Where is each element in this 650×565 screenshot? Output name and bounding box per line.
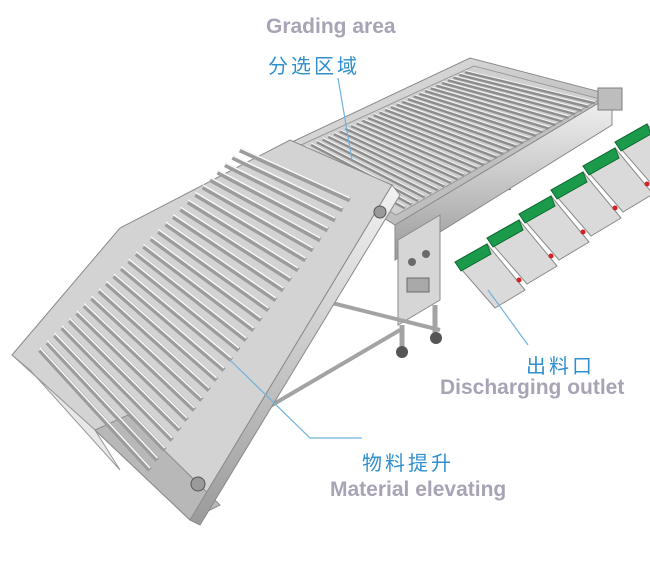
elevator-roller	[164, 222, 278, 303]
grading-roller	[362, 119, 478, 170]
grading-roller	[344, 127, 459, 181]
discharging-outlet-label: Discharging outlet	[440, 376, 625, 399]
discharge-chute	[582, 147, 650, 213]
elevator-roller	[119, 266, 234, 362]
grading-roller	[373, 113, 491, 163]
discharge-chutes	[454, 123, 650, 309]
elevator-roller	[194, 192, 307, 263]
elevator-roller	[90, 296, 204, 402]
elevator-roller	[75, 311, 189, 422]
elevator-roller	[53, 333, 167, 452]
caster-wheel	[430, 332, 442, 344]
grading-roller	[316, 140, 426, 199]
grading-roller	[436, 84, 563, 123]
grading-roller	[413, 94, 537, 138]
discharge-chute	[614, 123, 650, 184]
elevator-rollers	[38, 147, 352, 472]
elevator-roller	[67, 318, 182, 432]
elevator-roller	[112, 274, 226, 372]
grading-roller	[441, 81, 570, 119]
grading-roller	[322, 137, 432, 195]
elevator-roller	[171, 214, 285, 293]
elevator-roller	[149, 236, 263, 323]
grading-roller	[396, 102, 517, 148]
caster-wheel	[396, 346, 408, 358]
discharge-chute	[518, 195, 590, 261]
grading-roller	[367, 116, 485, 166]
discharging-outlet-label-zh: 出料口	[526, 354, 595, 378]
grading-roller	[356, 121, 472, 174]
grading-area-label: Grading area	[266, 15, 396, 38]
grading-roller	[333, 132, 445, 188]
discharge-chute	[454, 243, 526, 309]
grading-roller	[430, 86, 557, 127]
grading-roller	[419, 92, 544, 134]
discharge-chute	[486, 219, 558, 285]
grading-roller	[379, 110, 498, 159]
elevator-conveyor	[11, 139, 401, 526]
grading-roller	[350, 124, 465, 177]
elevator-roller	[231, 155, 344, 213]
elevator-roller	[157, 229, 270, 313]
leader-lines	[229, 77, 529, 439]
elevator-roller	[224, 162, 337, 223]
grading-roller	[453, 75, 583, 112]
discharge-chute	[550, 171, 622, 237]
grading-area-label-zh: 分选区域	[268, 54, 360, 78]
elevator-roller	[60, 326, 175, 442]
grading-roller	[424, 89, 550, 130]
grading-roller	[401, 100, 524, 145]
grading-roller	[407, 97, 530, 141]
material-elevating-label: Material elevating	[330, 478, 507, 501]
grading-roller	[447, 78, 576, 116]
elevator-roller	[38, 348, 152, 472]
elevator-roller	[179, 207, 293, 283]
elevator-roller	[209, 177, 322, 243]
elevator-roller	[142, 244, 256, 332]
elevator-roller	[82, 303, 197, 412]
elevator-roller	[238, 147, 352, 203]
grading-rollers: 1234	[299, 70, 596, 210]
elevator-roller	[127, 259, 241, 352]
elevator-roller	[216, 170, 329, 233]
elevator-roller	[134, 251, 248, 342]
grading-roller	[384, 108, 504, 156]
elevator-roller	[201, 184, 315, 253]
grading-roller	[464, 70, 596, 105]
elevator-roller	[105, 281, 219, 382]
elevator-roller	[186, 199, 300, 273]
grading-roller	[339, 129, 452, 185]
elevator-roller	[97, 288, 211, 392]
grading-roller	[327, 135, 439, 192]
grading-roller	[390, 105, 511, 152]
elevator-roller	[45, 340, 160, 462]
material-elevating-label-zh: 物料提升	[362, 451, 454, 475]
grading-roller	[458, 73, 589, 109]
